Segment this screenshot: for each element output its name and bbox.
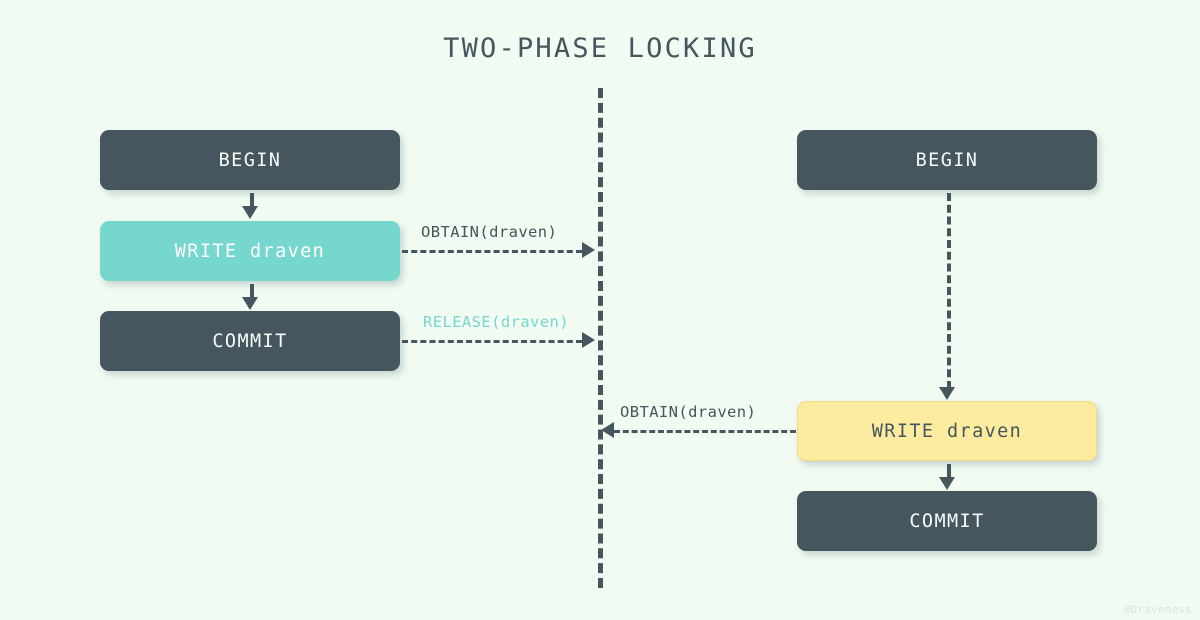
right-write-to-commit-arrowhead xyxy=(939,477,955,490)
left-write-box[interactable]: WRITE draven xyxy=(100,221,400,281)
obtain-from-right-arrowhead xyxy=(601,422,614,438)
right-begin-label: BEGIN xyxy=(915,149,979,171)
lock-manager-lifeline xyxy=(598,88,603,588)
obtain-from-left-line xyxy=(402,250,582,253)
right-commit-label: COMMIT xyxy=(909,510,985,532)
left-write-to-commit-line xyxy=(250,284,254,299)
release-from-left-label: RELEASE(draven) xyxy=(423,313,569,331)
left-begin-to-write-arrowhead xyxy=(242,206,258,219)
obtain-from-left-arrowhead xyxy=(582,242,595,258)
right-write-to-commit-line xyxy=(947,464,951,479)
release-from-left-arrowhead xyxy=(582,332,595,348)
left-commit-box[interactable]: COMMIT xyxy=(100,311,400,371)
right-write-label: WRITE draven xyxy=(871,420,1023,442)
obtain-from-left-label: OBTAIN(draven) xyxy=(421,223,558,241)
obtain-from-right-line xyxy=(614,430,796,433)
left-begin-box[interactable]: BEGIN xyxy=(100,130,400,190)
left-begin-to-write-line xyxy=(250,193,254,208)
left-write-to-commit-arrowhead xyxy=(242,297,258,310)
release-from-left-line xyxy=(402,340,582,343)
left-begin-label: BEGIN xyxy=(218,149,282,171)
obtain-from-right-label: OBTAIN(draven) xyxy=(620,403,757,421)
right-commit-box[interactable]: COMMIT xyxy=(797,491,1097,551)
watermark: @Draveness xyxy=(1123,603,1192,616)
right-begin-to-write-line xyxy=(947,193,951,389)
right-write-box[interactable]: WRITE draven xyxy=(797,401,1097,461)
left-write-label: WRITE draven xyxy=(174,240,326,262)
left-commit-label: COMMIT xyxy=(212,330,288,352)
right-begin-box[interactable]: BEGIN xyxy=(797,130,1097,190)
page-title: TWO-PHASE LOCKING xyxy=(443,33,757,64)
right-begin-to-write-arrowhead xyxy=(939,387,955,400)
